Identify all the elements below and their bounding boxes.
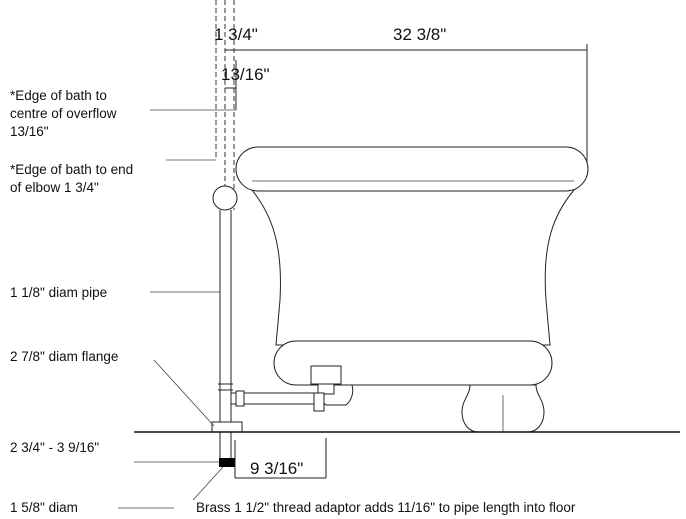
elbow-note-line-1: *Edge of bath to end — [10, 162, 133, 177]
drain-piping — [211, 185, 342, 467]
tub-drain-outlet — [310, 365, 342, 385]
top-dimensions: 1 3/4" 32 3/8" 13/16" — [214, 0, 588, 210]
overflow-note-line-3: 13/16" — [10, 124, 49, 139]
overflow-note-line-2: centre of overflow — [10, 106, 117, 121]
tub-base — [273, 340, 553, 386]
waste-arm-elbow — [313, 392, 325, 412]
bathtub — [235, 146, 589, 433]
adaptor-leader — [192, 466, 224, 501]
overflow-offset-label: 13/16" — [221, 65, 270, 84]
elbow-offset-label: 1 3/4" — [214, 25, 258, 44]
tub-rim — [235, 146, 589, 192]
flange-label: 2 7/8" diam flange — [10, 349, 118, 364]
drain-offset-label: 9 3/16" — [250, 459, 303, 478]
floor-dimensions: 2 3/4" - 3 9/16" 9 3/16" — [10, 438, 327, 479]
adaptor-label: Brass 1 1/2" thread adaptor adds 11/16" … — [196, 500, 576, 515]
bottom-diam-label: 1 5/8" diam — [10, 500, 78, 515]
brass-adaptor — [219, 458, 235, 467]
floor-depth-label: 2 3/4" - 3 9/16" — [10, 440, 99, 455]
floor-flange — [211, 421, 243, 433]
pipe-label: 1 1/8" diam pipe — [10, 285, 107, 300]
flange-leader — [153, 359, 215, 427]
waste-arm-coupling — [235, 390, 245, 407]
tub-length-label: 32 3/8" — [393, 25, 446, 44]
tub-body — [250, 189, 576, 346]
overflow-note-line-1: *Edge of bath to — [10, 88, 107, 103]
annotations: *Edge of bath to centre of overflow 13/1… — [10, 88, 576, 515]
overflow-elbow — [212, 185, 238, 211]
elbow-note-line-2: of elbow 1 3/4" — [10, 180, 99, 195]
drain-outlet-nut — [317, 383, 335, 395]
